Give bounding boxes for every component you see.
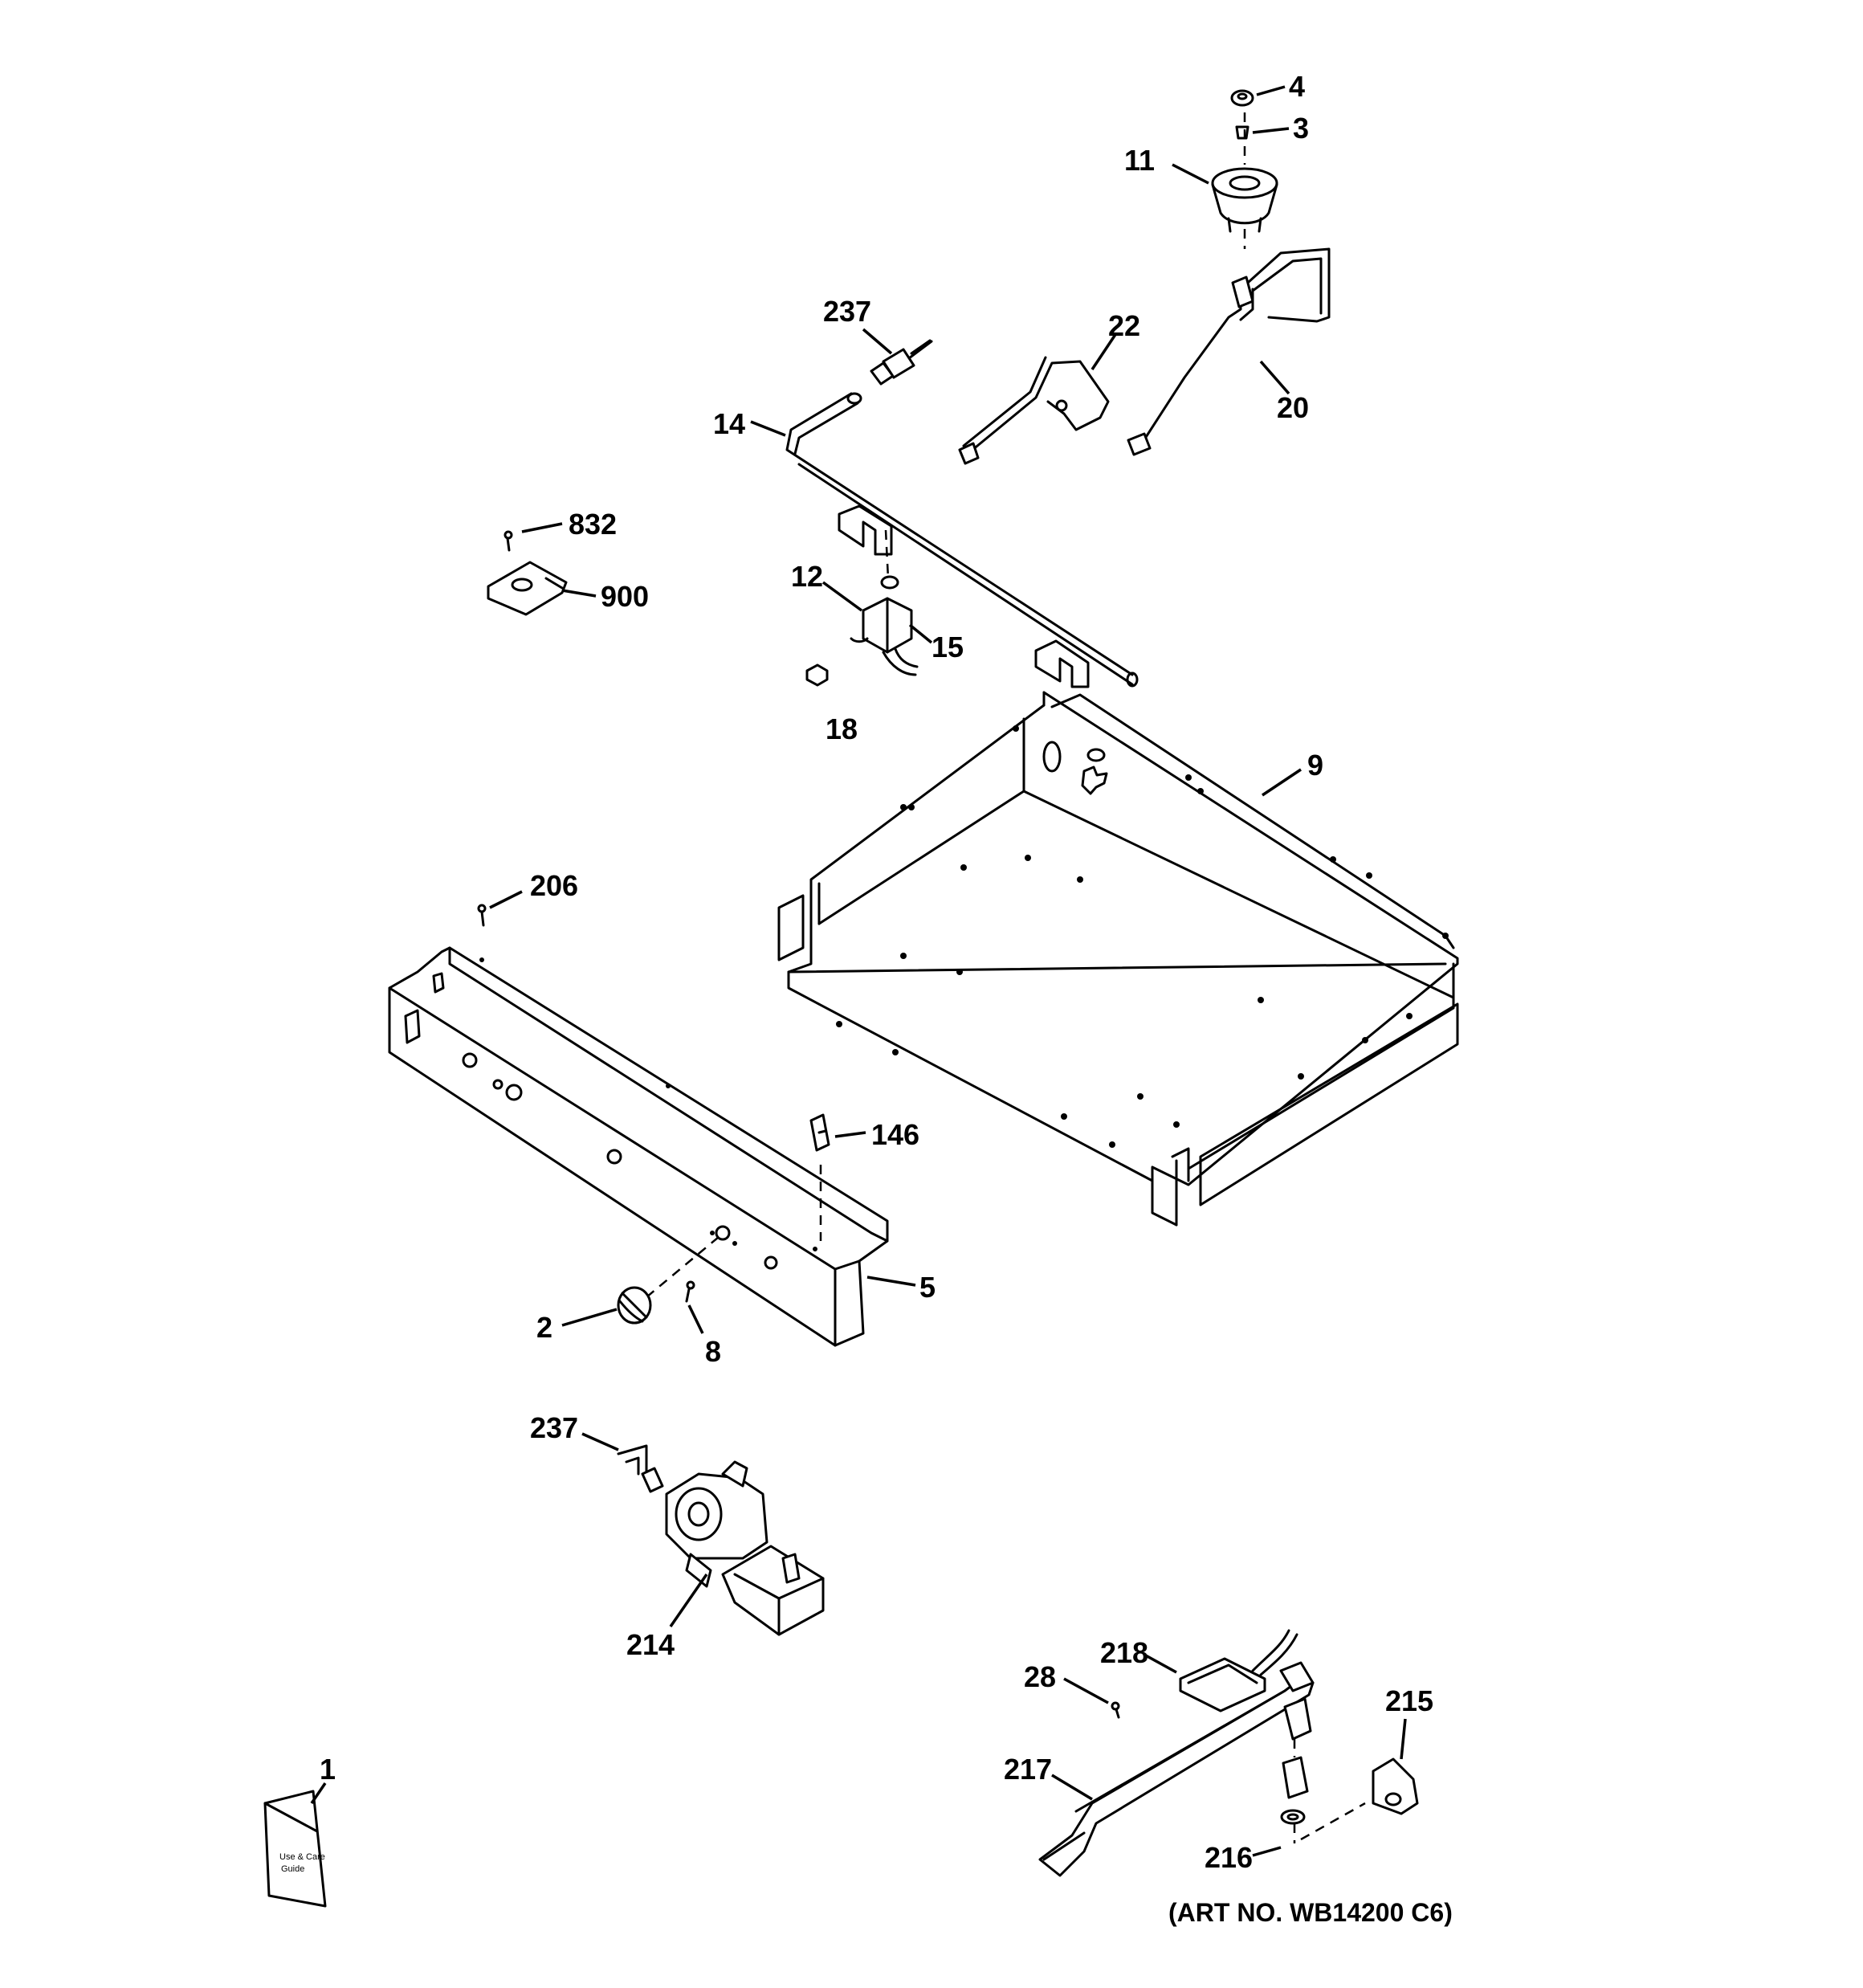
callout-14: 14 <box>713 407 745 440</box>
part-12-valve <box>850 529 919 676</box>
leader-lines <box>310 85 1407 1857</box>
callout-12: 12 <box>791 560 823 593</box>
art-number: (ART NO. WB14200 C6) <box>1168 1898 1453 1927</box>
callout-900: 900 <box>601 580 649 613</box>
callout-9: 9 <box>1307 749 1323 782</box>
callout-218: 218 <box>1100 1636 1148 1669</box>
part-28-screw <box>1111 1701 1120 1719</box>
part-2-knob <box>617 1286 652 1325</box>
part-5-control-panel <box>388 946 889 1347</box>
callout-216: 216 <box>1205 1841 1253 1874</box>
callout-237-top: 237 <box>823 295 871 328</box>
callout-28: 28 <box>1024 1660 1056 1693</box>
callout-4: 4 <box>1289 70 1305 103</box>
part-146-clip <box>809 1113 830 1152</box>
callout-8: 8 <box>705 1335 721 1368</box>
part-4-nut <box>1230 89 1254 107</box>
part-11-burner-head <box>1211 112 1278 249</box>
part-237-fitting-lower <box>617 1444 664 1493</box>
svg-text:Guide: Guide <box>281 1864 304 1874</box>
callout-206: 206 <box>530 869 578 902</box>
part-1-packet: Use & Care Guide <box>263 1790 327 1908</box>
part-237-fitting-top <box>870 339 933 386</box>
part-215-bracket <box>1372 1757 1419 1815</box>
part-20-tube <box>1127 247 1331 456</box>
callout-214: 214 <box>626 1628 675 1661</box>
callout-217: 217 <box>1004 1753 1052 1786</box>
part-214-valve <box>665 1460 825 1636</box>
callout-2: 2 <box>536 1311 552 1344</box>
part-3-fitting <box>1235 125 1249 140</box>
part-216-igniter <box>1280 1739 1366 1843</box>
part-206-screw <box>477 904 487 927</box>
part-217-burner-tube <box>1038 1661 1315 1877</box>
callout-215: 215 <box>1385 1684 1433 1717</box>
callout-18: 18 <box>826 712 858 745</box>
callout-22: 22 <box>1108 309 1140 342</box>
callout-11: 11 <box>1124 144 1155 177</box>
part-9-burner-box <box>777 691 1459 1227</box>
callout-5: 5 <box>919 1271 936 1304</box>
part-22-tube <box>958 356 1110 465</box>
part-900-bracket <box>487 561 568 616</box>
callout-1: 1 <box>320 1753 336 1786</box>
callout-3: 3 <box>1293 112 1309 145</box>
part-14-gas-tube <box>785 392 1139 688</box>
callout-labels: 4 3 11 237 22 20 14 832 900 12 15 18 9 2… <box>320 70 1433 1874</box>
callout-237-lower: 237 <box>530 1411 578 1444</box>
callout-832: 832 <box>569 508 617 541</box>
part-18-nut <box>805 663 829 687</box>
callout-146: 146 <box>871 1118 919 1151</box>
callout-15: 15 <box>932 631 964 663</box>
callout-20: 20 <box>1277 391 1309 424</box>
part-832-screw <box>503 530 513 552</box>
part-218-igniter-switch <box>1179 1629 1298 1712</box>
svg-text:Use & Care: Use & Care <box>279 1852 325 1862</box>
part-8-screw <box>685 1280 695 1303</box>
